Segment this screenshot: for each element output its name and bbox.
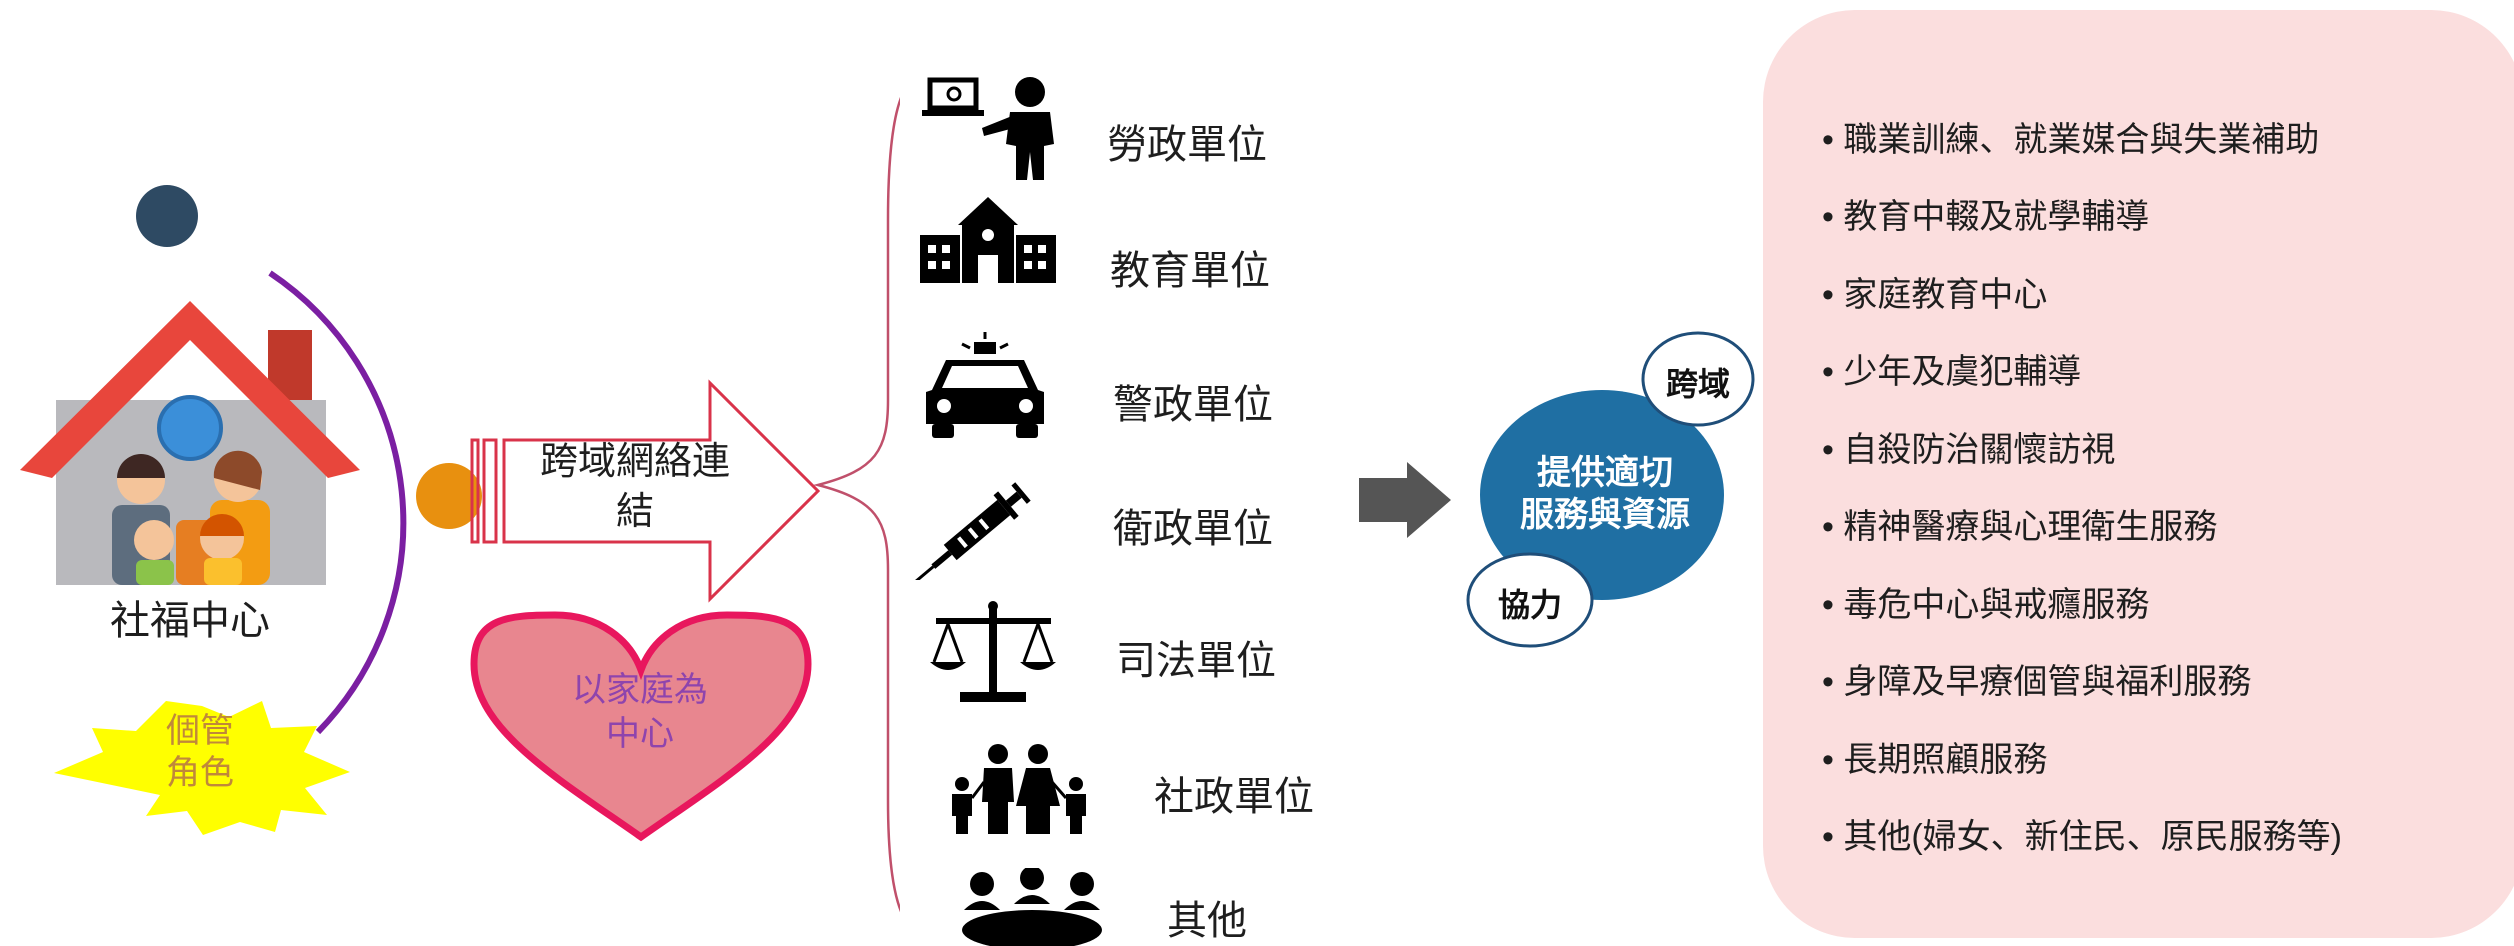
unit-label-judicial: 司法單位 <box>1116 639 1276 683</box>
hub-ellipse <box>1480 390 1724 600</box>
worker-laptop-icon <box>922 77 1054 180</box>
scales-icon <box>930 601 1056 702</box>
unit-label-health: 衛政單位 <box>1113 507 1273 551</box>
family-figures-icon <box>112 450 270 585</box>
network-arrow-shape <box>470 379 821 603</box>
role-label-line1: 個管 <box>166 712 234 750</box>
service-item: • 精神醫療與心理衛生服務 <box>1822 508 2218 546</box>
unit-label-social: 社政單位 <box>1154 775 1314 819</box>
network-arrow-label: 跨域網絡連 結 <box>520 437 750 537</box>
service-item: • 教育中輟及就學輔導 <box>1822 198 2150 236</box>
hub-label: 提供適切 服務與資源 <box>1500 452 1710 536</box>
heart-label-line1: 以家庭為 <box>572 671 708 709</box>
cross-domain-label: 跨域 <box>1665 366 1730 402</box>
house-icon <box>20 301 360 585</box>
unit-label-labor: 勞政單位 <box>1107 123 1267 167</box>
syringe-icon <box>914 482 1031 580</box>
service-item: • 長期照顧服務 <box>1822 741 2048 779</box>
role-label: 個管 角色 <box>150 710 250 794</box>
block-arrow-shape <box>1359 462 1451 538</box>
unit-label-education: 教育單位 <box>1110 249 1270 293</box>
service-item: • 其他(婦女、新住民、原民服務等) <box>1822 818 2343 856</box>
heart-shape <box>470 611 812 842</box>
hub-graphics <box>1359 331 1755 648</box>
meeting-people-icon <box>962 868 1102 946</box>
unit-label-police: 警政單位 <box>1113 383 1273 427</box>
hub-label-line2: 服務與資源 <box>1520 496 1690 534</box>
orange-dot <box>416 463 482 529</box>
network-arrow-line2: 結 <box>615 491 654 533</box>
cooperation-bubble <box>1466 552 1594 648</box>
service-item: • 身障及早療個管與福利服務 <box>1822 663 2252 701</box>
heart-label-line2: 中心 <box>606 715 674 753</box>
service-item: • 自殺防治關懷訪視 <box>1822 431 2116 469</box>
service-item: • 毒危中心與戒癮服務 <box>1822 586 2150 624</box>
cross-domain-bubble <box>1641 331 1755 427</box>
center-label: 社福中心 <box>110 599 270 643</box>
role-star-shape <box>54 701 350 835</box>
service-item: • 職業訓練、就業媒合與失業補助 <box>1822 121 2320 159</box>
service-item: • 家庭教育中心 <box>1822 276 2048 314</box>
police-car-icon <box>926 332 1044 438</box>
school-icon <box>920 197 1056 283</box>
units-brace <box>813 96 900 912</box>
left-graphics <box>20 96 900 912</box>
cooperation-label: 協力 <box>1497 587 1562 623</box>
navy-dot <box>136 185 198 247</box>
network-arrow-line1: 跨域網絡連 <box>539 441 730 483</box>
hub-label-line1: 提供適切 <box>1537 454 1673 492</box>
heart-label: 以家庭為 中心 <box>540 668 740 756</box>
role-label-line2: 角色 <box>166 754 234 792</box>
services-panel <box>1763 10 2514 938</box>
family-icon <box>952 744 1086 834</box>
connector-arc <box>268 270 407 735</box>
service-item: • 少年及虞犯輔導 <box>1822 353 2082 391</box>
unit-label-other: 其他 <box>1167 899 1247 943</box>
